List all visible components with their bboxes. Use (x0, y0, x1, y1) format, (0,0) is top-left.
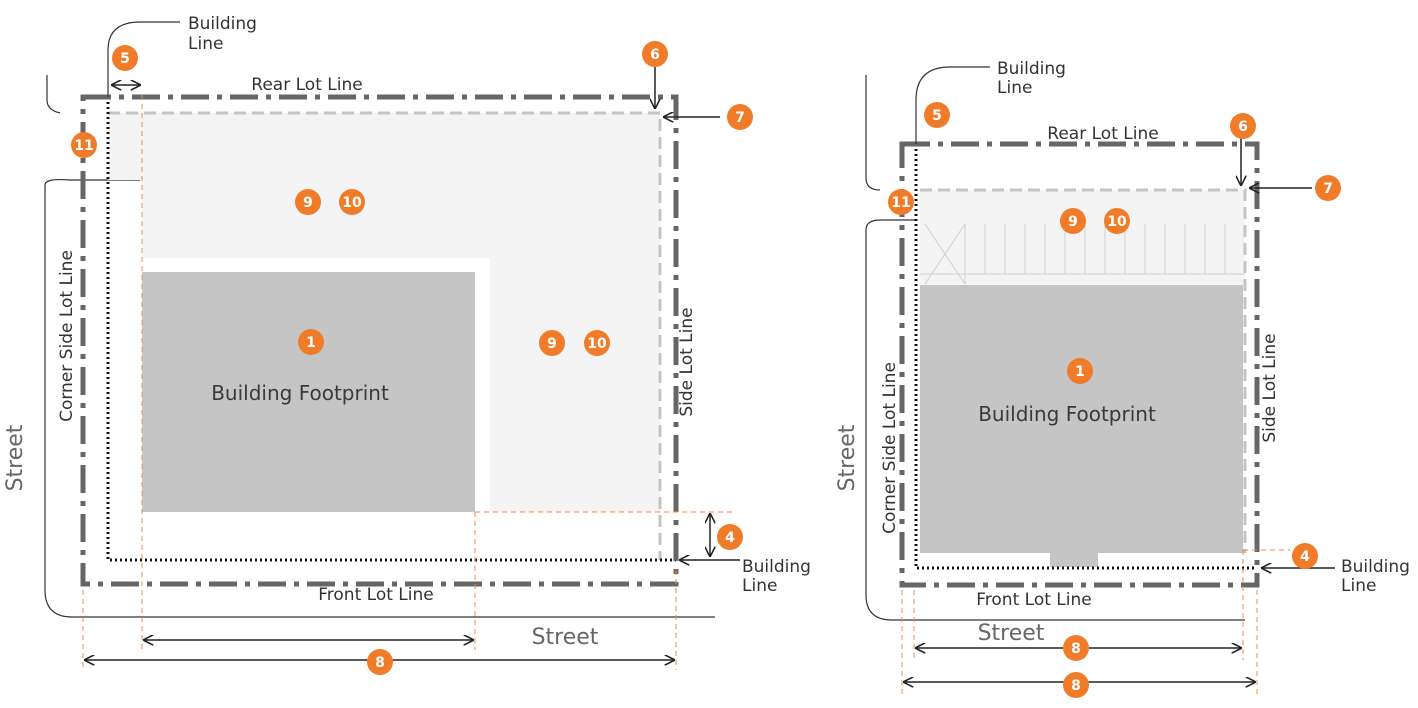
right-street-side-label: Street (835, 424, 860, 491)
left-street-curb (44, 185, 715, 618)
left-badge-9b: 9 (539, 330, 565, 356)
left-badge-5: 5 (112, 45, 138, 71)
svg-text:5: 5 (120, 51, 130, 67)
left-curb-corner (46, 75, 61, 114)
right-curb-corner (865, 75, 881, 191)
right-building-line (914, 144, 1257, 570)
svg-text:6: 6 (1238, 119, 1248, 135)
right-building-line-top-label-1: Building (997, 59, 1066, 79)
right-badge-5: 5 (924, 102, 950, 128)
right-badge-10: 10 (1104, 208, 1130, 234)
left-building-footprint (142, 272, 475, 512)
right-front-lot-line-label: Front Lot Line (976, 590, 1091, 610)
svg-text:8: 8 (1071, 678, 1081, 694)
right-badge-7: 7 (1315, 175, 1341, 201)
right-building-line-top-leader (915, 66, 990, 144)
left-street-bottom-label: Street (532, 625, 599, 650)
left-building-line (106, 97, 676, 562)
right-badge-8b: 8 (1063, 672, 1089, 698)
right-building-line-bottom-label-2: Line (1341, 576, 1376, 596)
svg-text:1: 1 (1075, 364, 1085, 380)
svg-text:7: 7 (1323, 181, 1333, 197)
svg-text:9: 9 (1068, 214, 1078, 230)
right-building-line-top-label-2: Line (997, 78, 1032, 98)
right-street-curb-top (865, 219, 915, 231)
left-badge-6: 6 (642, 41, 668, 67)
right-corner-side-lot-line-label: Corner Side Lot Line (880, 362, 900, 534)
right-street-bottom-label: Street (978, 621, 1045, 646)
right-badge-1: 1 (1067, 358, 1093, 384)
left-rear-lot-line-label: Rear Lot Line (251, 75, 362, 95)
svg-text:9: 9 (547, 336, 557, 352)
right-lot-boundary (899, 141, 1260, 588)
left-building-line-top-leader (107, 21, 180, 97)
left-badge-10b: 10 (584, 330, 610, 356)
right-rear-lot-line-label: Rear Lot Line (1047, 124, 1158, 144)
left-badge-1: 1 (298, 329, 324, 355)
right-deck-hatch (920, 223, 1245, 285)
left-badge-4: 4 (717, 524, 743, 550)
left-badge-11: 11 (71, 132, 97, 158)
right-lot-diagram: Building Footprint Rear Lot Line Front L… (835, 59, 1410, 698)
right-building-footprint-label: Building Footprint (978, 402, 1156, 426)
left-lot-diagram: Building Footprint Rear Lot Line Front L… (3, 14, 811, 675)
svg-text:8: 8 (375, 655, 385, 671)
right-badge-9: 9 (1060, 208, 1086, 234)
svg-text:10: 10 (587, 336, 607, 352)
svg-text:6: 6 (650, 47, 660, 63)
left-corner-side-lot-line-label: Corner Side Lot Line (57, 250, 77, 422)
left-building-line-top-label-1: Building (188, 14, 257, 34)
right-side-lot-line-label: Side Lot Line (1260, 333, 1280, 442)
svg-text:11: 11 (891, 195, 910, 211)
left-building-line-top-label-2: Line (188, 34, 223, 54)
right-badge-4: 4 (1292, 543, 1318, 569)
left-lot-boundary (80, 94, 679, 587)
right-building-footprint (920, 285, 1243, 553)
svg-text:4: 4 (1300, 549, 1310, 565)
svg-text:7: 7 (735, 110, 745, 126)
right-badge-11: 11 (888, 189, 914, 215)
svg-text:10: 10 (342, 195, 362, 211)
right-yard-area (920, 190, 1245, 285)
left-badge-7: 7 (727, 104, 753, 130)
left-street-side-label: Street (3, 424, 28, 491)
left-badge-9a: 9 (295, 189, 321, 215)
left-building-line-bottom-label-2: Line (742, 576, 777, 596)
svg-text:9: 9 (303, 195, 313, 211)
svg-text:5: 5 (932, 108, 942, 124)
right-badge-6: 6 (1230, 113, 1256, 139)
svg-text:8: 8 (1071, 641, 1081, 657)
left-badge-10a: 10 (339, 189, 365, 215)
right-street-curb (865, 230, 1245, 621)
left-badge-8: 8 (367, 649, 393, 675)
left-street-curb-top (44, 178, 140, 186)
left-setback-line (108, 111, 662, 560)
left-building-footprint-label: Building Footprint (211, 381, 389, 405)
left-yard-area (108, 113, 660, 512)
right-building-step (1050, 553, 1098, 567)
svg-text:11: 11 (74, 138, 93, 154)
left-side-lot-line-label: Side Lot Line (677, 307, 697, 416)
left-building-line-bottom-label-1: Building (742, 557, 811, 577)
svg-text:10: 10 (1107, 214, 1127, 230)
right-setback-line (920, 188, 1247, 553)
svg-text:4: 4 (725, 530, 735, 546)
svg-text:1: 1 (306, 335, 316, 351)
right-building-line-bottom-label-1: Building (1341, 557, 1410, 577)
left-front-lot-line-label: Front Lot Line (318, 585, 433, 605)
right-badge-8a: 8 (1063, 635, 1089, 661)
